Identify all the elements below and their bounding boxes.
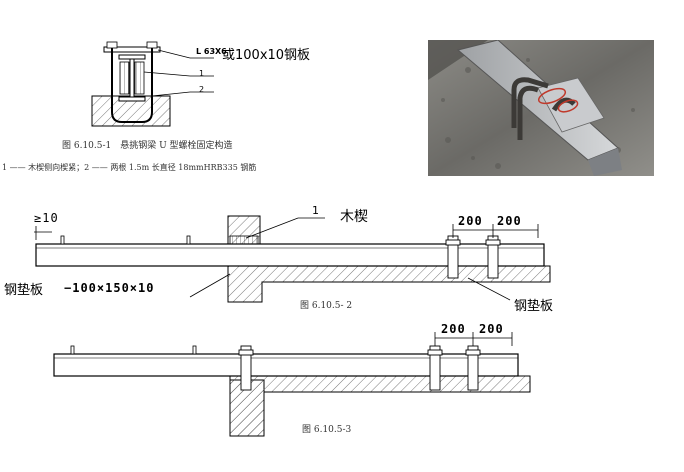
fig1-caption: 图 6.10.5-1 悬挑钢梁 U 型螺栓固定构造 <box>62 141 233 151</box>
fig1-section <box>91 41 214 127</box>
fig2-elevation <box>34 215 551 303</box>
steel-plate-label-left: 钢垫板 <box>4 283 44 298</box>
plate-size-label: −100×150×10 <box>64 281 155 295</box>
fig3-caption: 图 6.10.5-3 <box>302 425 352 435</box>
steel-plate-spec-label: 或100x10钢板 <box>222 48 311 63</box>
fig1-legend: 1 —— 木楔侧向楔紧；2 —— 两根 1.5m 长直径 18mmHRB335 … <box>2 163 257 172</box>
angle-steel-label: L 63X6 <box>196 47 227 56</box>
fig3-elevation <box>53 332 531 437</box>
fig2-dimension-b: 200 <box>497 214 522 228</box>
site-photo <box>428 40 654 176</box>
fig2-min-dimension: ≥10 <box>34 211 59 225</box>
fig2-dimension-a: 200 <box>458 214 483 228</box>
fig2-callout-1: 1 <box>312 204 319 217</box>
fig1-callout-1: 1 <box>199 69 205 78</box>
fig2-caption: 图 6.10.5- 2 <box>300 301 353 311</box>
steel-plate-label-right: 钢垫板 <box>514 299 554 314</box>
fig1-callout-2: 2 <box>199 85 205 94</box>
wood-wedge-label: 木楔 <box>340 209 368 225</box>
fig3-dimension-b: 200 <box>479 322 504 336</box>
fig3-dimension-a: 200 <box>441 322 466 336</box>
